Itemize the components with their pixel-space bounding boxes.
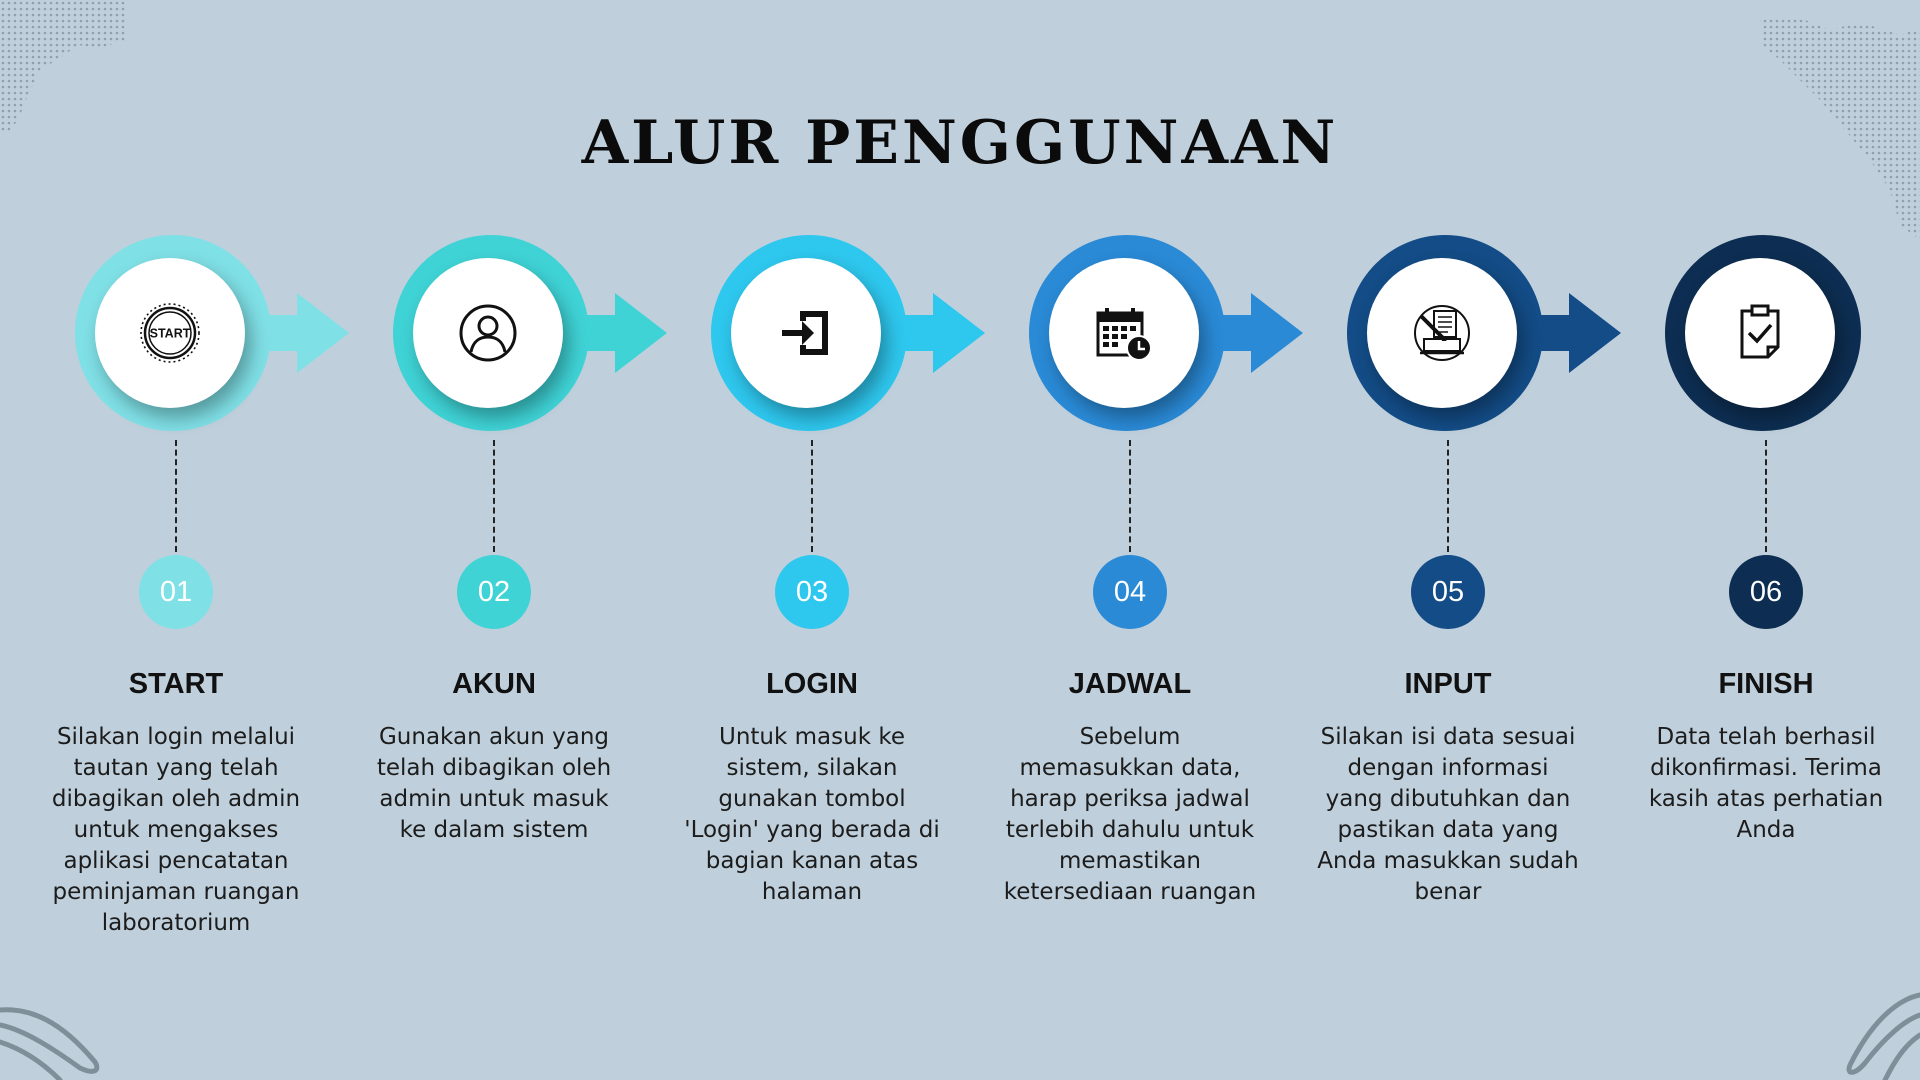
- step-description: Data telah berhasil dikonfirmasi. Terima…: [1648, 724, 1884, 843]
- icon-circle: [1685, 258, 1835, 408]
- calendar-clock-icon: [1096, 308, 1152, 361]
- dashed-connector: [175, 440, 177, 552]
- step-description: Silakan login melalui tautan yang telah …: [51, 724, 301, 936]
- step-number: 05: [1411, 555, 1485, 629]
- start-badge-icon: START: [140, 303, 200, 363]
- step-label: AKUN: [452, 668, 536, 700]
- arrow-right-icon: [575, 293, 667, 373]
- icon-circle: START: [95, 258, 245, 408]
- step-number: 04: [1093, 555, 1167, 629]
- step-description: Sebelum memasukkan data, harap periksa j…: [1003, 724, 1257, 905]
- data-input-icon: [1414, 305, 1470, 361]
- arrow-right-icon: [1529, 293, 1621, 373]
- step-label: JADWAL: [1068, 668, 1192, 700]
- arrow-right-icon: [893, 293, 985, 373]
- dashed-connector: [1765, 440, 1767, 552]
- step-number: 03: [775, 555, 849, 629]
- page-title: ALUR PENGGUNAAN: [581, 108, 1339, 178]
- step-number: 02: [457, 555, 531, 629]
- step-login: 03 LOGIN Untuk masuk ke sistem, silakan …: [653, 0, 985, 1080]
- step-finish: 06 FINISH Data telah berhasil dikonfirma…: [1607, 0, 1920, 1080]
- world-map-dots-decoration: [0, 0, 125, 135]
- icon-circle: [731, 258, 881, 408]
- step-input: 05 INPUT Silakan isi data sesuai dengan …: [1289, 0, 1621, 1080]
- step-start: START 01 START Silakan login melalui tau…: [17, 0, 349, 1080]
- icon-circle: [1367, 258, 1517, 408]
- login-icon: [782, 311, 828, 355]
- arrow-right-icon: [257, 293, 349, 373]
- user-icon: [459, 304, 517, 362]
- step-label: START: [128, 668, 224, 700]
- clipboard-check-icon: [1740, 304, 1780, 359]
- step-description: Untuk masuk ke sistem, silakan gunakan t…: [684, 724, 940, 905]
- step-label: LOGIN: [766, 668, 858, 700]
- step-label: FINISH: [1718, 668, 1814, 700]
- svg-text:START: START: [150, 327, 191, 341]
- step-description: Gunakan akun yang telah dibagikan oleh a…: [376, 724, 612, 843]
- step-description: Silakan isi data sesuai dengan informasi…: [1317, 724, 1579, 905]
- step-label: INPUT: [1404, 668, 1492, 700]
- dashed-connector: [1447, 440, 1449, 552]
- step-jadwal: 04 JADWAL Sebelum memasukkan data, harap…: [971, 0, 1303, 1080]
- scribble-decoration: [1846, 992, 1920, 1080]
- arrow-right-icon: [1211, 293, 1303, 373]
- step-number: 01: [139, 555, 213, 629]
- dashed-connector: [493, 440, 495, 552]
- dashed-connector: [811, 440, 813, 552]
- step-number: 06: [1729, 555, 1803, 629]
- step-akun: 02 AKUN Gunakan akun yang telah dibagika…: [335, 0, 667, 1080]
- scribble-decoration: [0, 1007, 100, 1080]
- icon-circle: [1049, 258, 1199, 408]
- dashed-connector: [1129, 440, 1131, 552]
- world-map-dots-decoration: [1760, 18, 1920, 240]
- icon-circle: [413, 258, 563, 408]
